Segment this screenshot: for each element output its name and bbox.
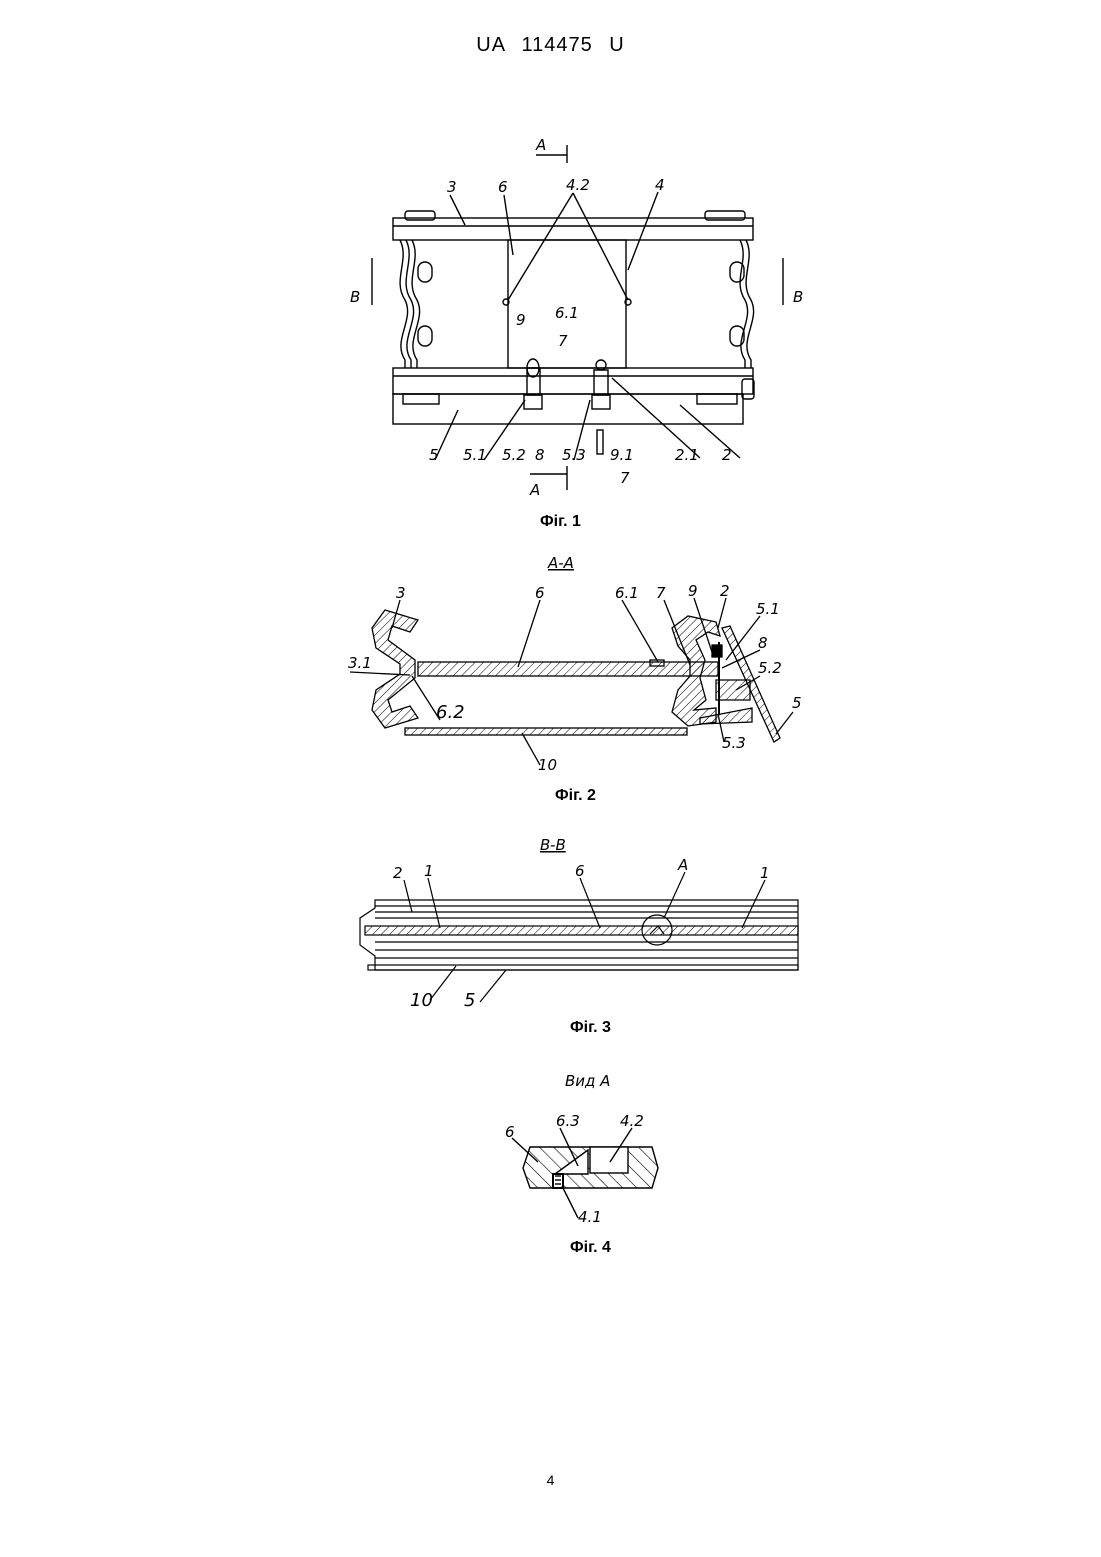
svg-text:5: 5: [792, 694, 802, 712]
figure-3: [360, 872, 798, 1002]
svg-text:1: 1: [760, 864, 770, 882]
page-number: 4: [0, 1472, 1101, 1488]
svg-text:7: 7: [620, 469, 630, 487]
svg-text:6.3: 6.3: [556, 1112, 580, 1130]
svg-text:5: 5: [429, 446, 439, 464]
figure-3-caption: Фіг. 3: [570, 1019, 611, 1036]
svg-text:7: 7: [558, 332, 568, 350]
svg-text:5.3: 5.3: [722, 734, 746, 752]
svg-text:A: A: [535, 136, 546, 154]
figure-2-labels: 3 6 6.1 7 9 2 5.1 3.1 8 5.2 6.2 5 5.3 10: [348, 582, 802, 774]
svg-text:10: 10: [410, 990, 433, 1011]
figure-2-caption: Фіг. 2: [555, 787, 596, 804]
svg-text:2: 2: [720, 582, 730, 600]
svg-text:4.1: 4.1: [578, 1208, 602, 1226]
svg-text:5.1: 5.1: [463, 446, 487, 464]
svg-text:9.1: 9.1: [610, 446, 634, 464]
svg-text:5: 5: [464, 990, 475, 1011]
svg-text:9: 9: [688, 582, 698, 600]
svg-text:9: 9: [516, 311, 526, 329]
svg-text:8: 8: [758, 634, 768, 652]
figure-4-caption: Фіг. 4: [570, 1239, 611, 1256]
svg-text:4.2: 4.2: [566, 176, 590, 194]
figure-4: [512, 1128, 658, 1218]
svg-text:7: 7: [656, 584, 666, 602]
svg-text:3: 3: [447, 178, 457, 196]
figure-4-title: Вид A: [565, 1072, 610, 1090]
svg-text:4.2: 4.2: [620, 1112, 644, 1130]
svg-text:10: 10: [538, 756, 557, 774]
svg-text:2.1: 2.1: [675, 446, 699, 464]
svg-text:1: 1: [424, 862, 434, 880]
svg-text:5.2: 5.2: [758, 659, 782, 677]
svg-text:6: 6: [575, 862, 585, 880]
svg-text:5.3: 5.3: [562, 446, 586, 464]
svg-text:5.2: 5.2: [502, 446, 526, 464]
svg-text:6.1: 6.1: [555, 304, 579, 322]
svg-text:6.2: 6.2: [436, 702, 465, 723]
svg-text:2: 2: [722, 446, 732, 464]
svg-text:6: 6: [505, 1123, 515, 1141]
svg-text:A: A: [677, 856, 688, 874]
figure-1-labels: A A B B 3 6 4.2 4 9 6.1 7 5 5.1 5.2 8 5.…: [350, 136, 803, 499]
svg-text:3: 3: [396, 584, 406, 602]
svg-text:B: B: [793, 288, 803, 306]
svg-text:A: A: [529, 481, 540, 499]
svg-text:2: 2: [393, 864, 403, 882]
svg-text:6: 6: [498, 178, 508, 196]
svg-text:6: 6: [535, 584, 545, 602]
svg-text:6.1: 6.1: [615, 584, 639, 602]
figure-2-title: A-A: [547, 554, 574, 572]
svg-text:4: 4: [655, 176, 665, 194]
svg-text:3.1: 3.1: [348, 654, 372, 672]
figure-3-title: B-B: [540, 836, 566, 854]
svg-text:5.1: 5.1: [756, 600, 780, 618]
svg-text:B: B: [350, 288, 360, 306]
figure-1-caption: Фіг. 1: [540, 513, 581, 530]
svg-text:8: 8: [535, 446, 545, 464]
